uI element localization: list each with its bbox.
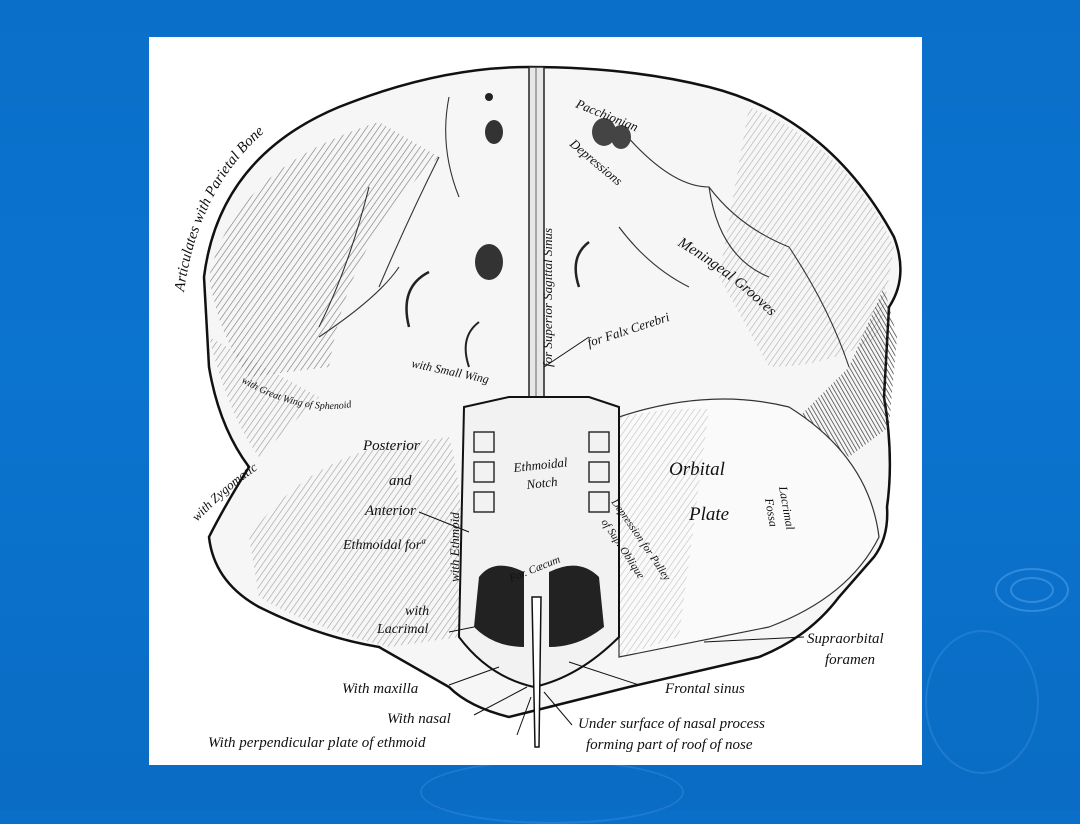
pacchionian-depressions <box>405 93 631 368</box>
ethmoidal-notch <box>457 396 620 748</box>
label-sagittal: for Superior Sagittal Sinus <box>540 228 555 367</box>
label-with-lacrimal-1: with <box>405 604 429 619</box>
label-under-surface-2: forming part of roof of nose <box>586 737 753 753</box>
label-and: and <box>389 473 412 489</box>
label-with-lacrimal-2: Lacrimal <box>376 622 428 637</box>
label-orbital: Orbital <box>669 459 725 480</box>
label-with-ethmoid: with Ethmoid <box>447 512 462 582</box>
frontal-bone-illustration: Articulates with Parietal Bone for Super… <box>172 65 902 753</box>
bone-outline <box>202 65 902 719</box>
label-supraorbital-2: foramen <box>825 652 875 668</box>
label-perpendicular: With perpendicular plate of ethmoid <box>208 735 426 751</box>
label-anterior: Anterior <box>364 503 416 519</box>
label-lacrimal-fossa-2: Fossa <box>762 496 781 528</box>
label-ethmoidal-notch-1: Ethmoidal <box>512 454 569 475</box>
leader-lines <box>418 336 805 736</box>
ripple-decoration <box>1010 577 1054 603</box>
label-supraorbital-1: Supraorbital <box>807 631 884 647</box>
figure-panel: Articulates with Parietal Bone for Super… <box>149 37 922 765</box>
meningeal-groove-lines <box>318 96 850 368</box>
label-posterior: Posterior <box>362 438 420 454</box>
label-nasal: With nasal <box>387 711 451 727</box>
label-frontal-sinus: Frontal sinus <box>664 681 745 697</box>
label-maxilla: With maxilla <box>342 681 418 697</box>
label-ethmoidal-for: Ethmoidal forª <box>342 538 426 553</box>
label-ethmoidal-notch-2: Notch <box>525 474 558 492</box>
label-under-surface-1: Under surface of nasal process <box>578 716 765 732</box>
ripple-decoration <box>995 568 1069 612</box>
ripple-decoration <box>420 760 684 824</box>
ripple-decoration <box>925 630 1039 774</box>
label-plate: Plate <box>688 504 729 525</box>
